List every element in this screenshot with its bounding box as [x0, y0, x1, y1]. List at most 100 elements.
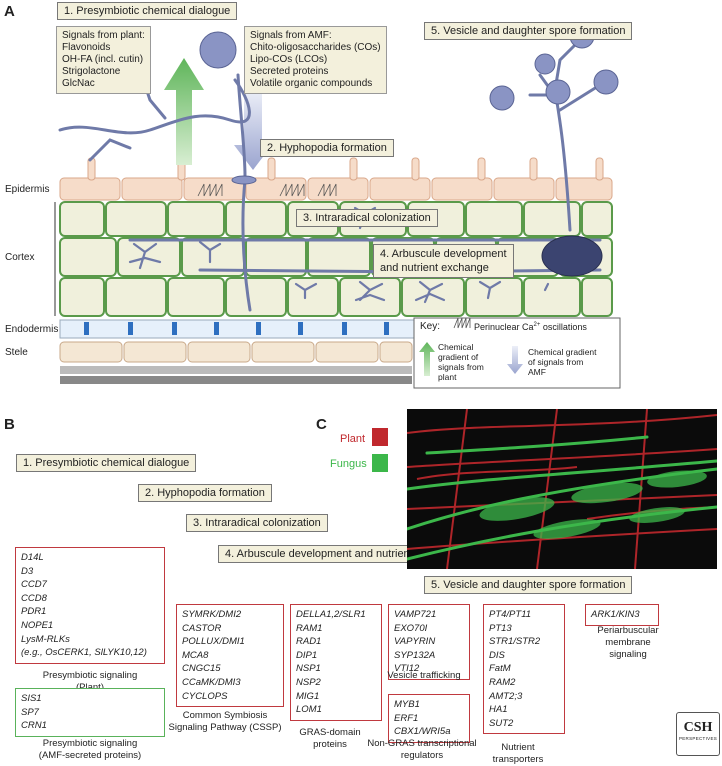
nongras-genes: MYB1 ERF1 CBX1/WRI5a [388, 694, 470, 743]
caption-line: regulators [400, 750, 444, 761]
key-plant-gradient: Chemical gradient of signals from plant [438, 342, 484, 382]
plant-signal: Flavonoids [62, 42, 111, 53]
amf-signals-box: Signals from AMF: Chito-oligosaccharides… [244, 26, 387, 94]
gene: RAM1 [296, 622, 323, 634]
plant-signal-arrow [164, 58, 204, 165]
gene: NOPE1 [21, 619, 54, 631]
gene: DIS [489, 649, 505, 661]
panel-a-letter: A [4, 3, 15, 20]
plant-signal: GlcNac [62, 78, 95, 89]
key-amf-gradient: Chemical gradient of signals from AMF [528, 347, 597, 377]
nutrient-transporter-genes: PT4/PT11 PT13 STR1/STR2 DIS FatM RAM2 AM… [483, 604, 565, 735]
cshl-logo: CSH PERSPECTIVES [676, 712, 720, 756]
gene: CCD8 [21, 592, 47, 604]
epidermis-label: Epidermis [5, 184, 50, 195]
gene: LysM-RLKs [21, 633, 70, 645]
gene: VAPYRIN [394, 636, 436, 648]
plant-signal: OH-FA (incl. cutin) [62, 54, 144, 65]
caption-line: Periarbuscular [597, 625, 659, 636]
gene: RAM2 [489, 676, 516, 688]
gene: CRN1 [21, 720, 47, 732]
gene: MIG1 [296, 690, 320, 702]
gene: SYMRK/DMI2 [182, 609, 242, 620]
step-3-label: 3. Intraradical colonization [296, 209, 438, 227]
caption-line: Presymbiotic signaling [42, 738, 138, 749]
step-5-label: 5. Vesicle and daughter spore formation [424, 22, 633, 40]
key-ca-sup: 2+ [533, 322, 541, 328]
gene: MCA8 [182, 649, 209, 661]
gene: PT13 [489, 622, 512, 634]
gene: CNGC15 [182, 663, 221, 675]
gene: CYCLOPS [182, 690, 228, 702]
key-ca-prefix: Perinuclear Ca [474, 322, 534, 332]
panel-c-letter: C [316, 416, 327, 433]
key-amf-line: Chemical gradient [528, 347, 597, 357]
step-4-line2: and nutrient exchange [380, 262, 489, 274]
gene: POLLUX/DMI1 [182, 636, 245, 648]
logo-subtext: PERSPECTIVES [678, 736, 718, 741]
gene: SUT2 [489, 717, 514, 729]
gene: DIP1 [296, 649, 318, 661]
gene: NSP1 [296, 663, 321, 675]
gene: SYP132A [394, 649, 436, 661]
periarbuscular-genes: ARK1/KIN3 [585, 604, 659, 626]
key-plant-line: signals from [438, 362, 484, 372]
gene: PDR1 [21, 606, 47, 618]
gene: SP7 [21, 706, 39, 718]
key-ca-icon [453, 317, 471, 329]
gene: ERF1 [394, 712, 419, 724]
presymbiotic-plant-caption: Presymbiotic signaling (Plant) [15, 670, 165, 694]
key-amf-arrow [507, 346, 523, 374]
plant-signals-box: Signals from plant: Flavonoids OH-FA (in… [56, 26, 151, 94]
epidermis-layer [59, 157, 613, 201]
amf-signal: Lipo-COs (LCOs) [250, 54, 328, 65]
gene: STR1/STR2 [489, 636, 541, 648]
gene: MYB1 [394, 699, 420, 710]
step-4-line1: 4. Arbuscule development [380, 248, 507, 260]
stele-label: Stele [5, 347, 28, 358]
caption-line: Non-GRAS transcriptional [367, 738, 477, 749]
caption-line: Common Symbiosis [182, 710, 268, 721]
key-title: Key: [420, 321, 441, 332]
caption-line: Presymbiotic signaling [42, 670, 138, 681]
caption-line: proteins [313, 739, 347, 750]
hyphopodium [231, 175, 257, 185]
presymbiotic-amf-caption: Presymbiotic signaling (AMF-secreted pro… [10, 738, 170, 762]
gene: RAD1 [296, 636, 322, 648]
gene: AMT2;3 [489, 690, 523, 702]
plant-signals-title: Signals from plant: [62, 30, 145, 41]
step-1-label: 1. Presymbiotic chemical dialogue [57, 2, 238, 20]
gene: NSP2 [296, 676, 321, 688]
caption-line: (Plant) [15, 682, 165, 694]
gras-caption: GRAS-domain proteins [288, 727, 372, 751]
gene: LOM1 [296, 704, 322, 716]
b-step-3: 3. Intraradical colonization [186, 514, 328, 532]
caption-line: membrane [605, 637, 651, 648]
vesicle-trafficking-caption: Vesicle trafficking [387, 670, 461, 681]
nutrient-transporter-caption: Nutrient transporters [478, 742, 558, 766]
key-plant-arrow [419, 342, 435, 376]
key-ca-suffix: oscillations [540, 322, 587, 332]
gras-genes: DELLA1,2/SLR1 RAM1 RAD1 DIP1 NSP1 NSP2 M… [290, 604, 382, 721]
gene: DELLA1,2/SLR1 [296, 609, 366, 620]
plant-signal: Strigolactone [62, 66, 121, 77]
logo-mark: CSH [683, 720, 713, 735]
gene: D14L [21, 552, 44, 563]
nongras-caption: Non-GRAS transcriptional regulators [352, 738, 492, 762]
amf-signal: Secreted proteins [250, 66, 329, 77]
amf-signals-title: Signals from AMF: [250, 30, 332, 41]
gene: CASTOR [182, 622, 222, 634]
presymbiotic-plant-genes: D14L D3 CCD7 CCD8 PDR1 NOPE1 LysM-RLKs (… [15, 547, 165, 664]
gene: D3 [21, 565, 34, 577]
key-ca-label: Perinuclear Ca2+ oscillations [474, 322, 587, 332]
key-amf-line: of signals from [528, 357, 584, 367]
vesicle [541, 235, 603, 277]
stele-layer [59, 341, 413, 384]
gene: CBX1/WRI5a [394, 726, 451, 738]
b-step-1: 1. Presymbiotic chemical dialogue [16, 454, 197, 472]
cortex-label: Cortex [5, 252, 35, 263]
b-step-2: 2. Hyphopodia formation [138, 484, 272, 502]
step-4-label: 4. Arbuscule development and nutrient ex… [373, 244, 514, 278]
caption-line: signaling [609, 649, 647, 660]
gene: VAMP721 [394, 609, 437, 620]
